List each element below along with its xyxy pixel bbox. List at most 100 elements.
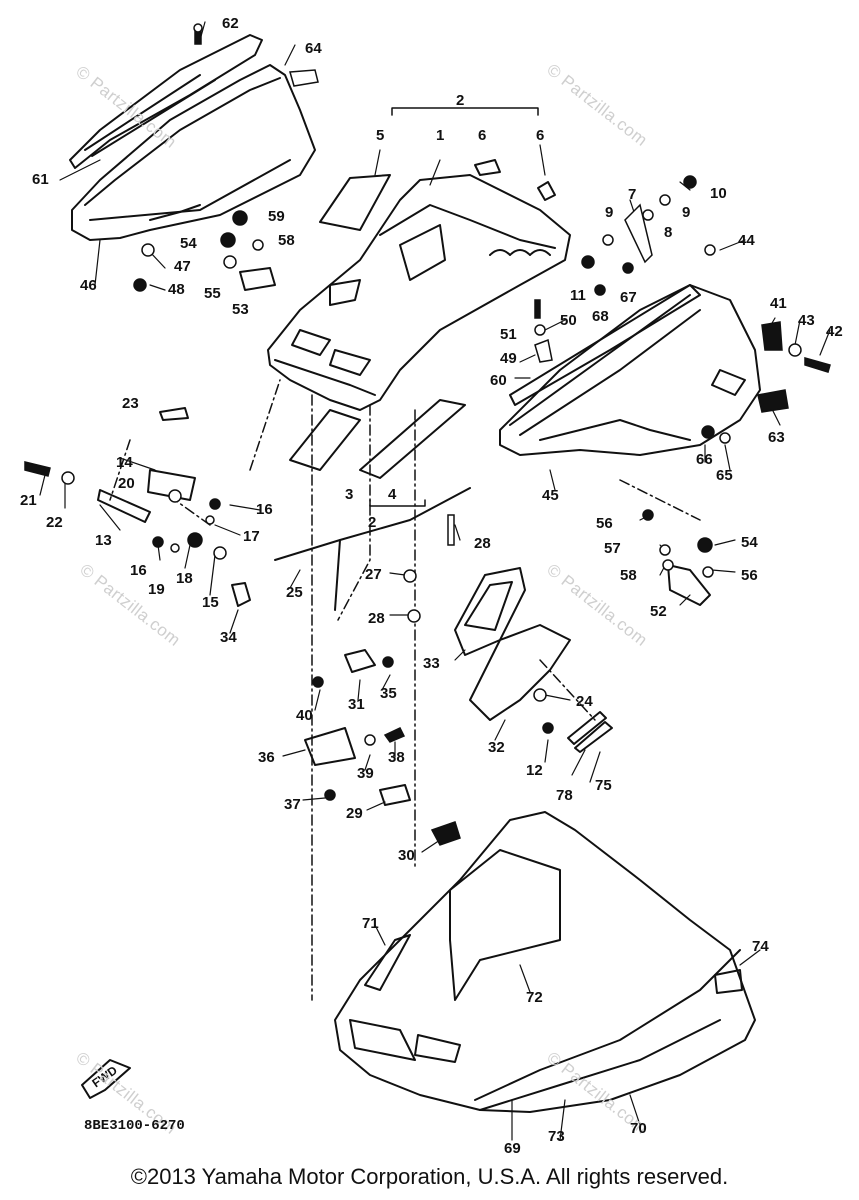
part-label: 7 (628, 186, 637, 203)
washer-39 (364, 734, 376, 746)
part-label: 11 (570, 287, 586, 304)
bolt-12 (542, 722, 554, 734)
grommet-59 (232, 210, 248, 226)
clip-29 (379, 784, 411, 806)
grommet-20 (168, 489, 182, 503)
side-trim-60 (509, 284, 701, 406)
part-label: 47 (174, 258, 191, 275)
part-label: 58 (278, 232, 295, 249)
bolt-42 (804, 357, 831, 373)
part-label: 33 (423, 655, 440, 672)
stripe-4 (359, 399, 466, 479)
part-label: 52 (650, 603, 667, 620)
part-label: 43 (798, 312, 815, 329)
part-label: 39 (357, 765, 374, 782)
part-label: 8 (664, 224, 673, 241)
visor (71, 64, 316, 241)
part-label: 22 (46, 514, 63, 531)
part-label: 12 (526, 762, 543, 779)
part-label: 34 (220, 629, 237, 646)
part-label: 64 (305, 40, 322, 57)
clamp-27 (403, 569, 417, 583)
part-label: 72 (526, 989, 543, 1006)
part-label: 28 (474, 535, 491, 552)
part-label: 15 (202, 594, 219, 611)
washer-51 (534, 324, 546, 336)
bracket-53 (239, 267, 276, 291)
part-label: 16 (256, 501, 273, 518)
clip-28b (407, 609, 421, 623)
part-label: 59 (268, 208, 285, 225)
nut-66 (701, 425, 715, 439)
bolt-21 (24, 461, 51, 477)
part-label: 55 (204, 285, 221, 302)
clip-28a (447, 514, 455, 546)
strip-78 (567, 711, 607, 745)
part-label: 62 (222, 15, 239, 32)
emblem-6b (537, 181, 556, 201)
lower-shroud (334, 811, 756, 1113)
bolt-30 (430, 821, 461, 846)
stripe-3 (289, 409, 361, 471)
part-label: 49 (500, 350, 517, 367)
part-label: 9 (605, 204, 614, 221)
part-label: 6 (536, 127, 545, 144)
part-label: 21 (20, 492, 37, 509)
nut-58b (662, 559, 674, 571)
bracket-13 (97, 489, 151, 523)
part-label: 4 (388, 486, 397, 503)
part-label: 37 (284, 796, 301, 813)
part-label: 35 (380, 685, 397, 702)
part-label: 3 (345, 486, 354, 503)
part-label: 29 (346, 805, 363, 822)
emblem-6a (474, 159, 501, 176)
part-label: 28 (368, 610, 385, 627)
part-label: 45 (542, 487, 559, 504)
bolt-37 (324, 789, 336, 801)
part-label: 63 (768, 429, 785, 446)
part-label: 50 (560, 312, 577, 329)
bolt-10 (683, 175, 697, 189)
side-panel-right (499, 284, 761, 456)
part-label: 13 (95, 532, 112, 549)
clip-15 (213, 546, 227, 560)
nut-11 (581, 255, 595, 269)
bracket-31 (344, 649, 376, 673)
part-label: 6 (478, 127, 487, 144)
part-label: 19 (148, 581, 165, 598)
part-label: 40 (296, 707, 313, 724)
bolt-38 (383, 727, 406, 743)
part-label: 70 (630, 1120, 647, 1137)
part-label: 38 (388, 749, 405, 766)
part-label: 56 (741, 567, 758, 584)
part-label: 54 (180, 235, 197, 252)
bracket-34 (231, 582, 251, 607)
bolt-50 (534, 299, 541, 319)
part-label: 73 (548, 1128, 565, 1145)
part-label: 65 (716, 467, 733, 484)
part-label: 57 (604, 540, 621, 557)
part-label: 60 (490, 372, 507, 389)
part-label: 53 (232, 301, 249, 318)
strip-75 (574, 721, 613, 753)
part-label: 31 (348, 696, 365, 713)
washer-22 (61, 471, 75, 485)
nut-16b (152, 536, 164, 548)
washer-56b (702, 566, 714, 578)
part-label: 27 (365, 566, 382, 583)
emblem-5 (319, 174, 391, 231)
part-label: 58 (620, 567, 637, 584)
part-label: 18 (176, 570, 193, 587)
hood (267, 174, 571, 411)
part-label: 30 (398, 847, 415, 864)
washer-44 (704, 244, 716, 256)
grommet-24 (533, 688, 547, 702)
part-label: 23 (122, 395, 139, 412)
plate-23 (159, 407, 189, 421)
mudflap-63 (757, 389, 789, 413)
nut-58 (252, 239, 264, 251)
bracket-52 (667, 564, 711, 606)
nut-68 (594, 284, 606, 296)
part-label: 41 (770, 295, 787, 312)
bracket-41 (761, 321, 783, 351)
